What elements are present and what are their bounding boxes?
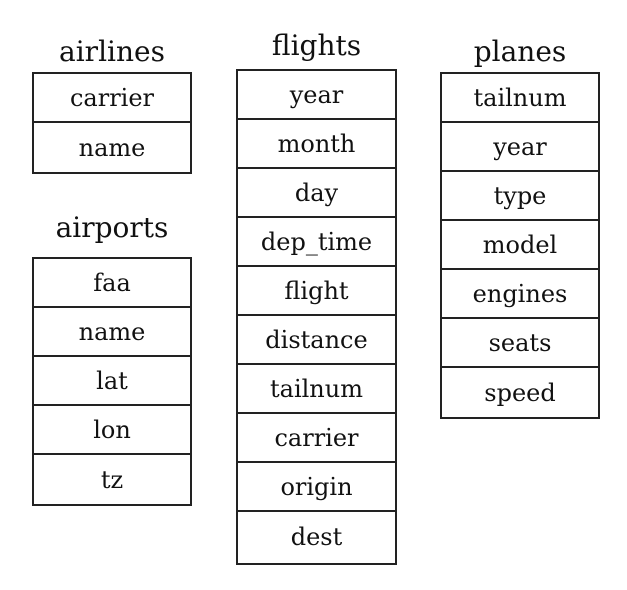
field-planes-type: type [442, 172, 598, 221]
field-planes-seats: seats [442, 319, 598, 368]
field-planes-model: model [442, 221, 598, 270]
field-flights-flight: flight [238, 267, 395, 316]
table-box-flights: year month day dep_time flight distance … [236, 69, 397, 565]
field-airports-tz: tz [100, 465, 124, 494]
field-planes-tailnum: tailnum [442, 74, 598, 123]
field-airports-name: name [34, 308, 190, 357]
table-title-airlines: airlines [59, 35, 165, 68]
field-planes-engines: engines [442, 270, 598, 319]
field-flights-tailnum: tailnum [238, 365, 395, 414]
field-flights-dep-time: dep_time [238, 218, 395, 267]
field-flights-dest: dest [290, 522, 343, 551]
field-flights-day: day [238, 169, 395, 218]
field-flights-year: year [238, 71, 395, 120]
field-flights-origin: origin [238, 463, 395, 512]
field-flights-carrier: carrier [238, 414, 395, 463]
table-box-airlines: carrier name [32, 72, 192, 174]
table-box-planes: tailnum year type model engines seats sp… [440, 72, 600, 419]
field-airports-lat: lat [34, 357, 190, 406]
field-airlines-name: name [78, 133, 146, 162]
field-airports-faa: faa [34, 259, 190, 308]
field-planes-speed: speed [484, 378, 556, 407]
table-title-airports: airports [55, 211, 169, 244]
field-airlines-carrier: carrier [34, 74, 190, 123]
field-flights-month: month [238, 120, 395, 169]
table-title-flights: flights [271, 29, 362, 62]
table-box-airports: faa name lat lon tz [32, 257, 192, 506]
table-title-planes: planes [473, 35, 567, 68]
field-flights-distance: distance [238, 316, 395, 365]
field-airports-lon: lon [34, 406, 190, 455]
field-planes-year: year [442, 123, 598, 172]
